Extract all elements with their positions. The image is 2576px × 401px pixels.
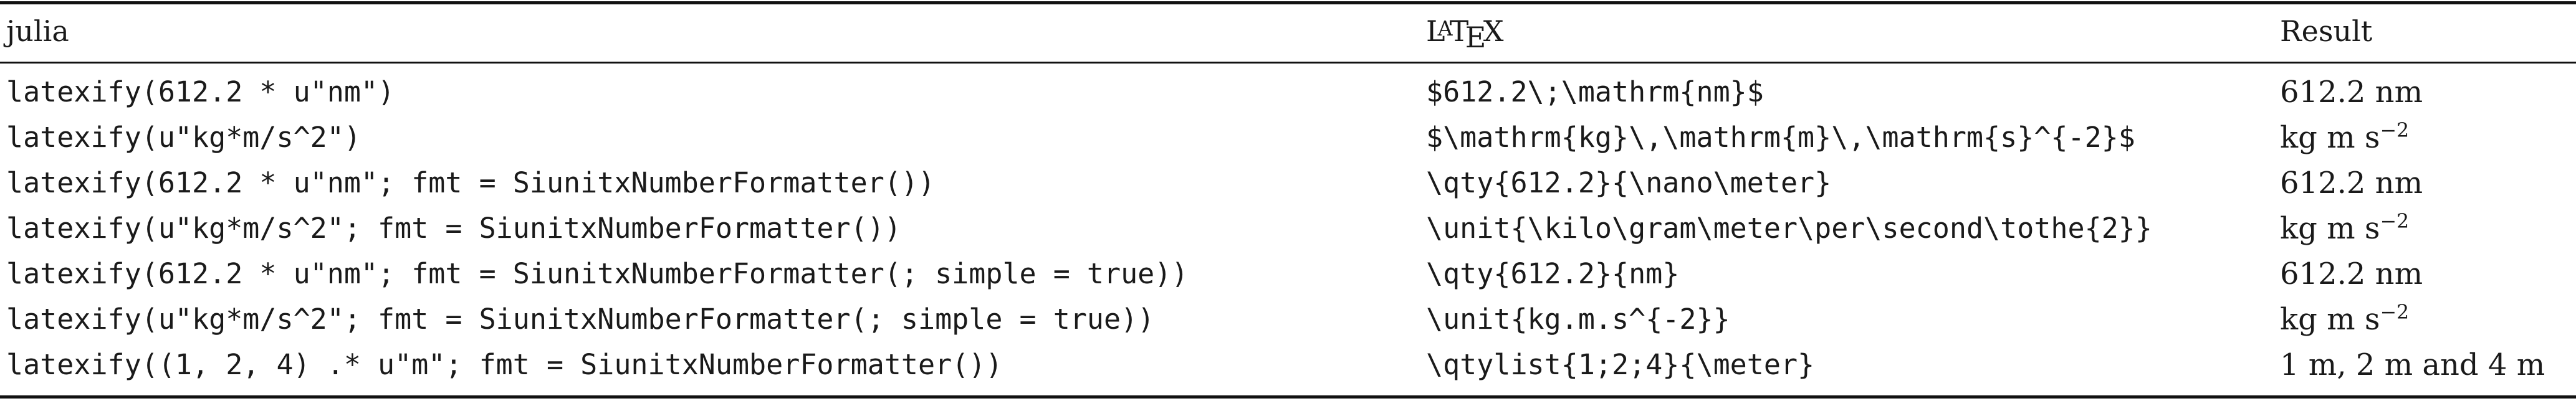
latex-code-cell: \qty{612.2}{\nano\meter} [1426, 166, 1832, 199]
table-header-rule [0, 62, 2576, 64]
latex-code-cell: \qtylist{1;2;4}{\meter} [1426, 348, 1815, 381]
table-row: latexify(u"kg*m/s^2"; fmt = SiunitxNumbe… [0, 206, 2576, 251]
result-cell: kg m s−2 [2280, 115, 2409, 160]
latex-code-cell: \qty{612.2}{nm} [1426, 257, 1680, 290]
latex-code-cell: \unit{\kilo\gram\meter\per\second\tothe{… [1426, 212, 2152, 245]
latex-code-cell: \unit{kg.m.s^{-2}} [1426, 303, 1730, 336]
result-cell: 612.2 nm [2280, 70, 2423, 115]
table-bottom-rule [0, 395, 2576, 399]
julia-code-cell: latexify(u"kg*m/s^2") [6, 121, 361, 154]
table-row: latexify(u"kg*m/s^2") $\mathrm{kg}\,\mat… [0, 115, 2576, 160]
result-cell: kg m s−2 [2280, 297, 2409, 342]
result-exponent: −2 [2380, 119, 2410, 142]
table-row: latexify(612.2 * u"nm"; fmt = SiunitxNum… [0, 161, 2576, 205]
result-exponent: −2 [2380, 210, 2410, 233]
result-text: kg m s [2280, 211, 2380, 246]
header-latex: LATEX [1426, 9, 1504, 54]
header-result: Result [2280, 14, 2373, 48]
julia-code-cell: latexify(u"kg*m/s^2"; fmt = SiunitxNumbe… [6, 212, 901, 245]
result-text: 1 m, 2 m and 4 m [2280, 347, 2545, 382]
table-row: latexify(u"kg*m/s^2"; fmt = SiunitxNumbe… [0, 297, 2576, 342]
julia-code-cell: latexify(612.2 * u"nm"; fmt = SiunitxNum… [6, 257, 1189, 290]
result-cell: kg m s−2 [2280, 206, 2409, 251]
result-cell: 612.2 nm [2280, 252, 2423, 296]
result-text: kg m s [2280, 302, 2380, 337]
table-top-rule [0, 1, 2576, 4]
result-text: 612.2 nm [2280, 257, 2423, 291]
result-text: kg m s [2280, 120, 2380, 155]
result-text: 612.2 nm [2280, 166, 2423, 200]
table-row: latexify(612.2 * u"nm") $612.2\;\mathrm{… [0, 70, 2576, 115]
julia-code-cell: latexify(612.2 * u"nm"; fmt = SiunitxNum… [6, 166, 936, 199]
julia-code-cell: latexify(u"kg*m/s^2"; fmt = SiunitxNumbe… [6, 303, 1155, 336]
result-cell: 612.2 nm [2280, 161, 2423, 205]
latex-code-cell: $612.2\;\mathrm{nm}$ [1426, 75, 1764, 108]
result-text: 612.2 nm [2280, 75, 2423, 110]
julia-code-cell: latexify((1, 2, 4) .* u"m"; fmt = Siunit… [6, 348, 1003, 381]
header-julia: julia [6, 14, 69, 48]
table-row: latexify(612.2 * u"nm"; fmt = SiunitxNum… [0, 252, 2576, 296]
table-header-row: julia LATEX Result [0, 9, 2576, 54]
julia-code-cell: latexify(612.2 * u"nm") [6, 75, 395, 108]
latex-logo: LATEX [1426, 14, 1504, 55]
latex-code-cell: $\mathrm{kg}\,\mathrm{m}\,\mathrm{s}^{-2… [1426, 121, 2135, 154]
result-cell: 1 m, 2 m and 4 m [2280, 342, 2545, 387]
table-row: latexify((1, 2, 4) .* u"m"; fmt = Siunit… [0, 342, 2576, 387]
result-exponent: −2 [2380, 301, 2410, 324]
